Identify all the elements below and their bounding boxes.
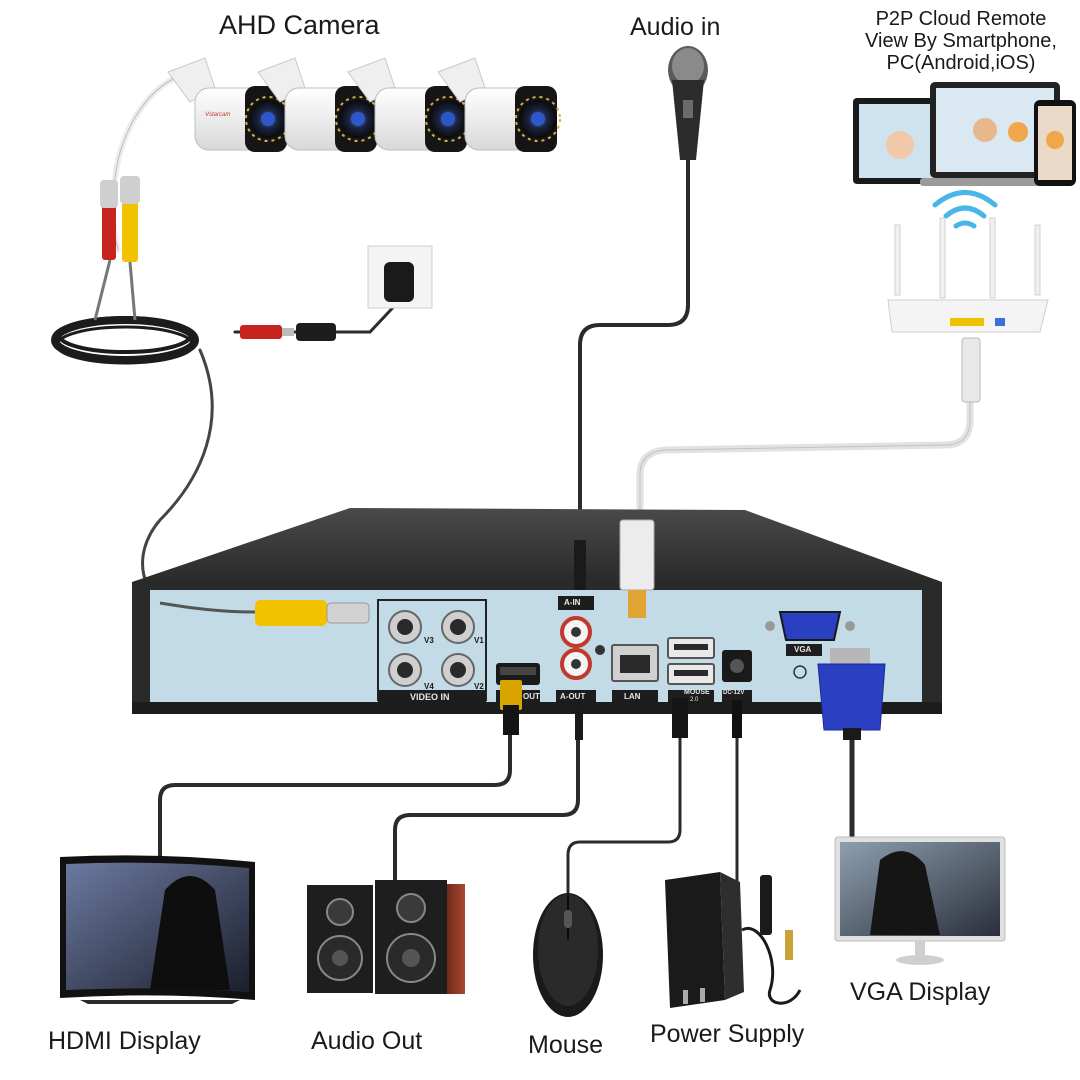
port-label-v4: V4 <box>424 682 434 691</box>
video-in-ports <box>377 599 487 702</box>
ahd-camera-group <box>167 57 561 152</box>
bnc-video-plug <box>159 600 370 626</box>
mouse-icon <box>533 893 603 1017</box>
p2p-cloud-label: P2P Cloud Remote View By Smartphone, PC(… <box>845 8 1077 74</box>
usb-label: 2.0 <box>690 697 699 703</box>
audio-out-label: Audio Out <box>311 1027 423 1055</box>
power-supply-label: Power Supply <box>650 1020 805 1048</box>
camera-3 <box>347 57 471 152</box>
dc-label: DC-12V <box>723 690 745 696</box>
hdmi-port <box>496 663 540 735</box>
microphone-icon <box>668 46 708 160</box>
audio-in-label: Audio in <box>630 13 721 41</box>
router-icon <box>887 217 1049 403</box>
camera-1 <box>167 57 291 152</box>
a-in-label: A-IN <box>564 598 581 607</box>
hdmi-display-monitor <box>60 855 255 1004</box>
port-label-v3: V3 <box>424 636 434 645</box>
vga-display-monitor <box>834 836 1006 965</box>
mouse-label: Mouse <box>528 1031 604 1059</box>
vga-port <box>765 611 855 679</box>
video-in-label: VIDEO IN <box>410 692 450 702</box>
camera-brand-label: Vstarcam <box>205 112 231 118</box>
port-label-v1: V1 <box>474 636 484 645</box>
vga-display-label: VGA Display <box>850 978 991 1006</box>
hdmi-display-label: HDMI Display <box>48 1027 201 1055</box>
vga-plug <box>817 648 886 740</box>
speakers-icon <box>307 880 465 994</box>
dc-plug-inline <box>240 323 336 341</box>
camera-pigtail-connectors <box>100 176 140 262</box>
wall-socket <box>367 245 433 309</box>
port-label-v2: V2 <box>474 682 484 691</box>
mouse-port-label: MOUSE <box>684 689 710 696</box>
usb-ports <box>667 637 715 738</box>
wifi-icon <box>932 190 998 229</box>
lan-label: LAN <box>624 692 641 701</box>
p2p-cloud-label-line3: PC(Android,iOS) <box>886 52 1036 74</box>
ahd-camera-label: AHD Camera <box>219 10 380 40</box>
vga-label: VGA <box>794 645 812 654</box>
p2p-devices <box>853 82 1076 186</box>
camera-4 <box>437 57 561 152</box>
out-label: OUT <box>523 692 540 701</box>
bnc-port-v4 <box>388 653 422 687</box>
camera-2 <box>257 57 381 152</box>
audio-ports <box>556 540 605 740</box>
p2p-cloud-label-line2: View By Smartphone, <box>865 30 1057 52</box>
a-out-label: A-OUT <box>560 692 586 701</box>
lan-port <box>611 519 659 702</box>
dc-power-port <box>722 650 752 738</box>
bnc-port-v2 <box>441 653 475 687</box>
bnc-port-v3 <box>388 610 422 644</box>
p2p-cloud-label-line1: P2P Cloud Remote <box>875 8 1047 30</box>
power-adapter-icon <box>665 872 802 1008</box>
bnc-port-v1 <box>441 610 475 644</box>
cables <box>109 75 974 897</box>
cable-coil <box>51 259 199 365</box>
